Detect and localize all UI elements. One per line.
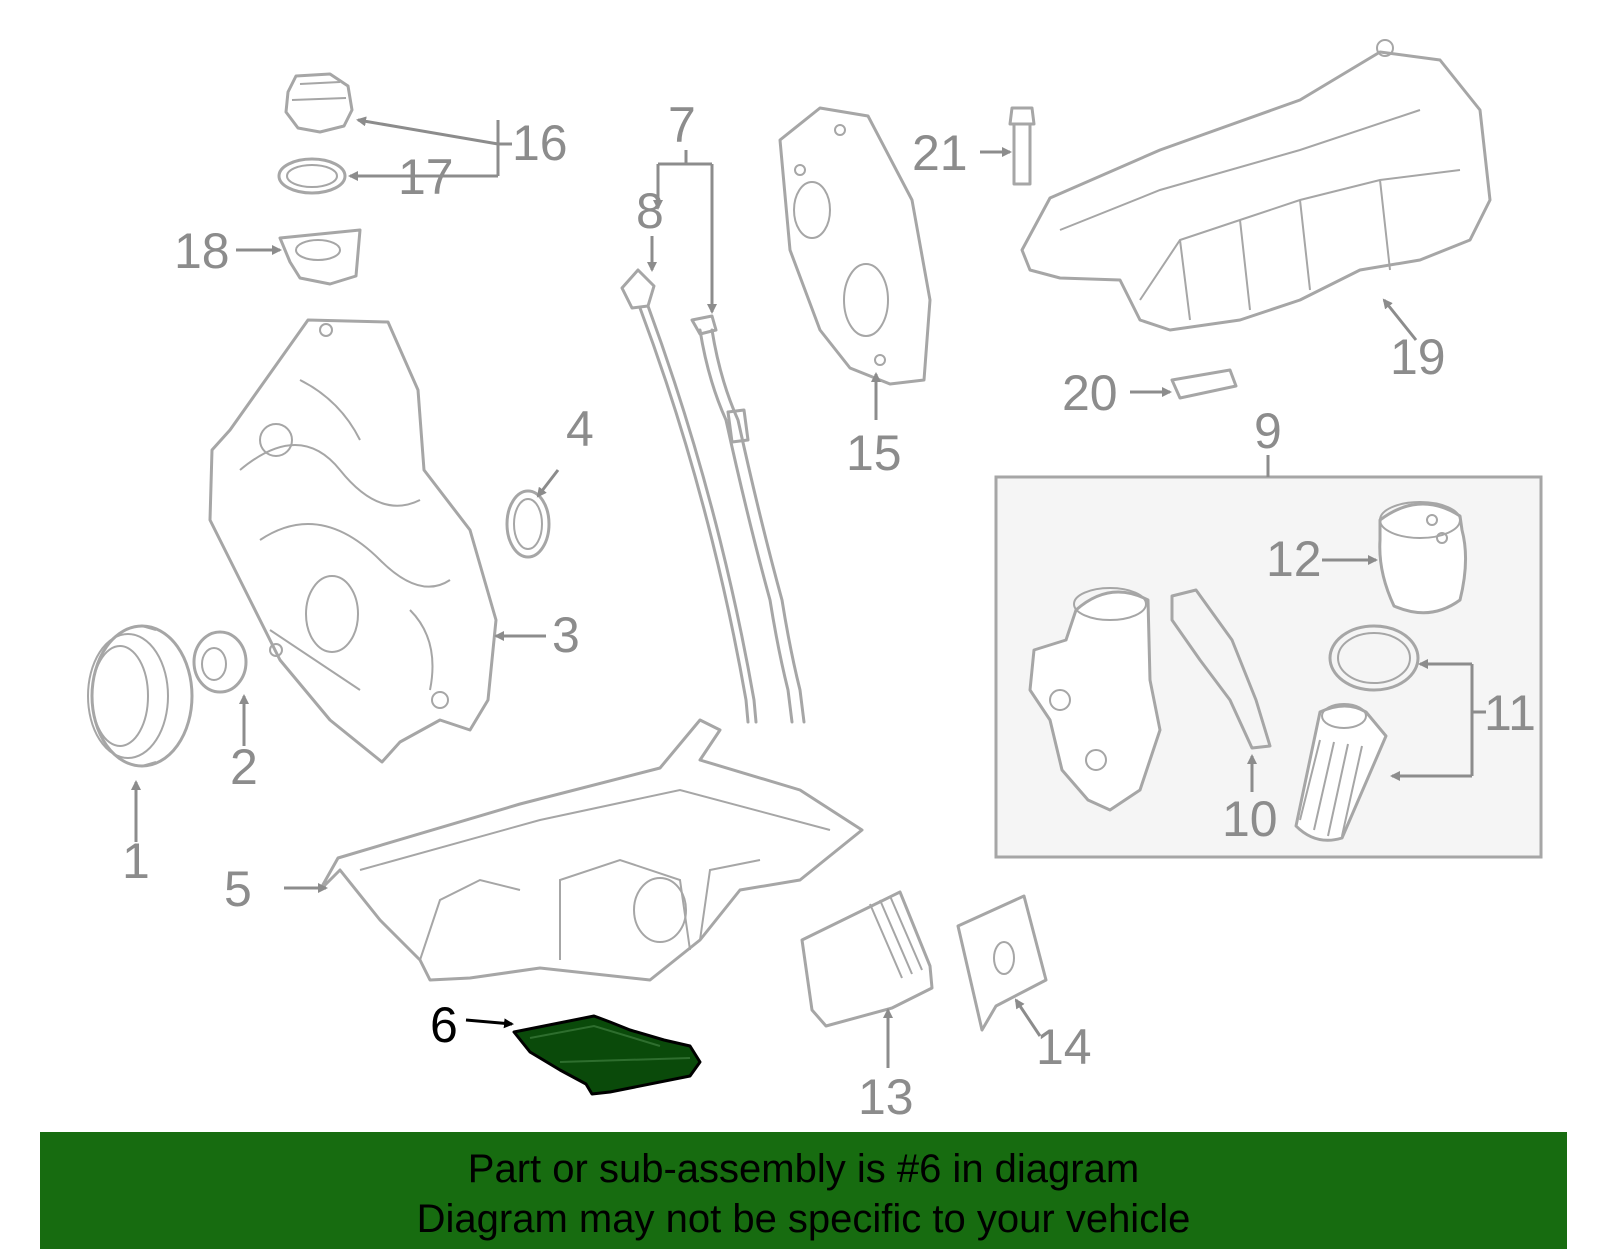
callout-13: 13 bbox=[858, 1069, 914, 1125]
callout-2: 2 bbox=[230, 739, 258, 795]
info-banner: Part or sub-assembly is #6 in diagram Di… bbox=[40, 1132, 1567, 1249]
callout-1: 1 bbox=[122, 833, 150, 889]
oil-filter-element-part bbox=[1294, 703, 1388, 842]
seal-ring-part bbox=[505, 489, 551, 559]
callout-7: 7 bbox=[668, 97, 696, 153]
oil-filter-housing-part bbox=[1028, 587, 1162, 812]
oil-cooler-part bbox=[800, 890, 934, 1028]
intake-manifold-part bbox=[1020, 39, 1492, 332]
callout-12: 12 bbox=[1266, 531, 1322, 587]
callout-19: 19 bbox=[1390, 329, 1446, 385]
callout-20: 20 bbox=[1062, 365, 1118, 421]
callout-4: 4 bbox=[566, 401, 594, 457]
callout-18: 18 bbox=[174, 223, 230, 279]
sprocket-part bbox=[192, 630, 248, 694]
filter-seal-ring-part bbox=[1328, 624, 1420, 692]
manifold-gasket-part bbox=[1170, 368, 1238, 400]
oil-filler-cap-part bbox=[284, 72, 354, 134]
callout-5: 5 bbox=[224, 861, 252, 917]
engine-cover-plate-part bbox=[778, 106, 932, 386]
callout-6[interactable]: 6 bbox=[430, 997, 458, 1053]
callout-9: 9 bbox=[1254, 403, 1282, 459]
oil-pan-part bbox=[318, 718, 864, 982]
oil-cooler-gasket-part bbox=[956, 894, 1048, 1032]
bolt-part bbox=[1008, 106, 1036, 186]
callout-10: 10 bbox=[1222, 791, 1278, 847]
callout-16: 16 bbox=[512, 115, 568, 171]
crankshaft-pulley-part bbox=[87, 624, 194, 768]
callout-21: 21 bbox=[912, 125, 968, 181]
filler-neck-part bbox=[278, 228, 362, 286]
filter-housing-gasket-part bbox=[1170, 588, 1272, 750]
callout-11: 11 bbox=[1484, 685, 1536, 741]
banner-line-2: Diagram may not be specific to your vehi… bbox=[416, 1197, 1191, 1241]
oil-filter-cap-part bbox=[1378, 501, 1468, 615]
timing-cover-part bbox=[208, 318, 498, 764]
callout-8: 8 bbox=[636, 183, 664, 239]
banner-line-1: Part or sub-assembly is #6 in diagram bbox=[467, 1147, 1140, 1191]
callout-14: 14 bbox=[1036, 1019, 1092, 1075]
callout-15: 15 bbox=[846, 425, 902, 481]
callout-3: 3 bbox=[552, 607, 580, 663]
dipstick-tube-part bbox=[690, 314, 806, 724]
highlighted-part-6[interactable] bbox=[512, 1014, 702, 1096]
dipstick-part bbox=[620, 268, 758, 724]
filler-seal-ring-part bbox=[277, 157, 347, 195]
callout-17: 17 bbox=[398, 149, 454, 205]
